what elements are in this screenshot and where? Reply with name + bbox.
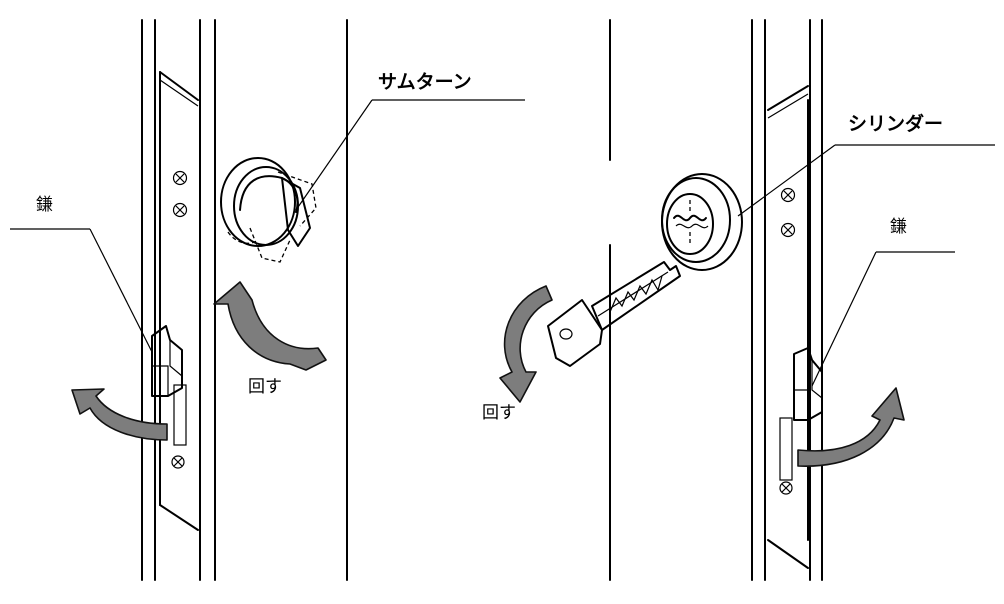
left-latch-hook <box>151 325 187 446</box>
screw-icon <box>780 222 796 238</box>
screw-icon <box>779 481 793 495</box>
screw-icon <box>171 455 185 469</box>
thumbturn <box>220 157 317 263</box>
thumbturn-leader <box>295 99 525 211</box>
left-door-frame <box>141 19 348 581</box>
cylinder-leader <box>737 144 995 217</box>
latch-label-left: 鎌 <box>36 195 53 215</box>
cylinder-label: シリンダー <box>848 112 943 135</box>
right-door-frame <box>751 19 823 581</box>
thumbturn-label: サムターン <box>378 71 472 93</box>
cylinder <box>661 173 743 271</box>
screw-icon <box>780 187 796 203</box>
latch-label-right: 鎌 <box>890 217 907 237</box>
right-latch-hook <box>779 347 823 481</box>
right-latch-rotate-arrow <box>797 387 905 467</box>
right-screw-icons <box>779 187 796 495</box>
thumbturn-rotate-arrow <box>213 281 327 371</box>
right-lock-faceplate <box>767 85 809 569</box>
key-rotate-arrow <box>499 285 553 403</box>
key-icon <box>547 261 681 367</box>
left-latch-rotate-arrow <box>71 388 168 441</box>
right-latch-leader <box>811 251 955 387</box>
turn-label-right: 回す <box>482 403 516 423</box>
left-latch-leader <box>10 228 153 353</box>
turn-label-left: 回す <box>248 377 282 397</box>
screw-icon <box>172 202 188 218</box>
left-screw-icons <box>171 170 188 469</box>
screw-icon <box>172 170 188 186</box>
